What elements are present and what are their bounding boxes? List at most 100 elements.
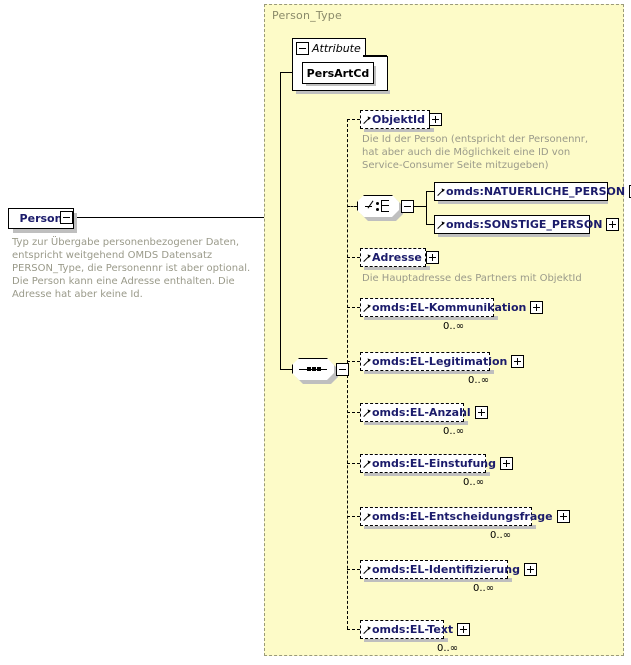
el-legitimation-cardinality: 0..∞ bbox=[468, 375, 490, 386]
choice-glyph bbox=[365, 199, 391, 213]
spine-branch-sequence bbox=[280, 369, 292, 370]
element-el-identifizierung[interactable]: omds:EL-Identifizierung bbox=[360, 560, 537, 579]
sequence-collapse-expander[interactable] bbox=[336, 363, 349, 376]
el-text-cardinality: 0..∞ bbox=[437, 643, 459, 654]
person-collapse-expander[interactable] bbox=[60, 211, 73, 224]
connector-el-identifizierung bbox=[347, 569, 360, 570]
element-el-entscheidungsfrage-label: omds:EL-Entscheidungsfrage bbox=[372, 510, 553, 523]
objektid-expand-expander[interactable] bbox=[429, 113, 442, 126]
el-kommunikation-cardinality: 0..∞ bbox=[443, 321, 465, 332]
el-entscheidungsfrage-shadow bbox=[364, 525, 536, 529]
objektid-description: Die Id der Person (entspricht der Person… bbox=[362, 134, 589, 171]
element-el-identifizierung-label: omds:EL-Identifizierung bbox=[372, 563, 520, 576]
required-arrow-icon bbox=[363, 458, 372, 469]
required-arrow-icon bbox=[363, 114, 372, 125]
attribute-box-shadow bbox=[296, 90, 390, 94]
natuerliche-person-shadow bbox=[438, 200, 608, 204]
required-arrow-icon bbox=[363, 407, 372, 418]
connector-person-to-type bbox=[72, 217, 264, 218]
el-kommunikation-shadow bbox=[364, 316, 498, 320]
element-person[interactable]: Person bbox=[8, 208, 74, 229]
element-el-legitimation[interactable]: omds:EL-Legitimation bbox=[360, 352, 525, 371]
el-identifizierung-cardinality: 0..∞ bbox=[473, 583, 495, 594]
persartcd-shadow-right bbox=[372, 66, 376, 82]
complex-type-panel bbox=[264, 4, 624, 656]
persartcd-shadow-bottom bbox=[306, 82, 376, 86]
element-natuerliche-person-label: omds:NATUERLICHE_PERSON bbox=[446, 185, 626, 198]
adresse-expand-expander[interactable] bbox=[425, 251, 439, 264]
choice-branch-top bbox=[426, 191, 434, 192]
spine-branch-attribute bbox=[280, 72, 292, 73]
connector-el-anzahl bbox=[347, 412, 360, 413]
el-kommunikation-expand-expander[interactable] bbox=[530, 301, 544, 314]
person-box-shadow-right bbox=[72, 213, 77, 228]
el-einstufung-expand-expander[interactable] bbox=[500, 457, 514, 470]
el-identifizierung-expand-expander[interactable] bbox=[523, 563, 537, 576]
connector-el-text bbox=[347, 629, 360, 630]
element-el-einstufung-label: omds:EL-Einstufung bbox=[372, 457, 497, 470]
element-el-entscheidungsfrage[interactable]: omds:EL-Entscheidungsfrage bbox=[360, 507, 570, 526]
el-entscheidungsfrage-expand-expander[interactable] bbox=[556, 510, 570, 523]
element-el-anzahl[interactable]: omds:EL-Anzahl bbox=[360, 403, 488, 422]
choice-branch-vertical bbox=[426, 191, 427, 225]
el-anzahl-cardinality: 0..∞ bbox=[443, 426, 465, 437]
el-legitimation-expand-expander[interactable] bbox=[511, 355, 525, 368]
required-arrow-icon bbox=[363, 302, 372, 313]
choice-collapse-expander[interactable] bbox=[401, 200, 414, 213]
sonstige-person-expand-expander[interactable] bbox=[606, 218, 620, 231]
el-anzahl-expand-expander[interactable] bbox=[474, 406, 488, 419]
element-adresse[interactable]: Adresse bbox=[360, 248, 439, 267]
element-el-text-label: omds:EL-Text bbox=[372, 623, 454, 636]
person-box-shadow bbox=[13, 228, 77, 233]
element-el-kommunikation[interactable]: omds:EL-Kommunikation bbox=[360, 298, 544, 317]
element-objektid-label: ObjektId bbox=[372, 113, 425, 126]
adresse-description: Die Hauptadresse des Partners mit Objekt… bbox=[362, 273, 582, 284]
element-el-text[interactable]: omds:EL-Text bbox=[360, 620, 471, 639]
adresse-shadow bbox=[364, 266, 430, 270]
element-el-kommunikation-label: omds:EL-Kommunikation bbox=[372, 301, 527, 314]
el-anzahl-shadow bbox=[364, 421, 468, 425]
sequence-glyph bbox=[299, 363, 327, 375]
attribute-persartcd[interactable]: PersArtCd bbox=[302, 62, 374, 84]
attribute-group-header[interactable]: Attribute bbox=[292, 38, 366, 57]
attribute-persartcd-label: PersArtCd bbox=[306, 66, 370, 80]
required-arrow-icon bbox=[363, 511, 372, 522]
required-arrow-icon bbox=[437, 186, 446, 197]
person-description: Typ zur Übergabe personenbezogener Daten… bbox=[12, 237, 251, 300]
required-arrow-icon bbox=[363, 356, 372, 367]
element-el-anzahl-label: omds:EL-Anzahl bbox=[372, 406, 471, 419]
el-text-shadow bbox=[364, 638, 448, 642]
el-text-expand-expander[interactable] bbox=[457, 623, 471, 636]
element-person-label: Person bbox=[19, 212, 63, 225]
attribute-collapse-expander[interactable] bbox=[296, 41, 309, 55]
element-sonstige-person-label: omds:SONSTIGE_PERSON bbox=[446, 218, 603, 231]
connector-el-kommunikation bbox=[347, 307, 360, 308]
element-sonstige-person[interactable]: omds:SONSTIGE_PERSON bbox=[434, 215, 620, 234]
required-arrow-icon bbox=[363, 564, 372, 575]
element-el-einstufung[interactable]: omds:EL-Einstufung bbox=[360, 454, 514, 473]
natuerliche-person-expand-expander[interactable] bbox=[629, 185, 631, 198]
required-arrow-icon bbox=[363, 624, 372, 635]
attribute-group-label: Attribute bbox=[312, 41, 361, 55]
sonstige-person-shadow bbox=[438, 233, 590, 237]
required-arrow-icon bbox=[437, 219, 446, 230]
connector-to-choice bbox=[347, 206, 357, 207]
el-einstufung-shadow bbox=[364, 472, 490, 476]
attribute-header-rule bbox=[363, 55, 387, 57]
required-arrow-icon bbox=[363, 252, 372, 263]
element-natuerliche-person[interactable]: omds:NATUERLICHE_PERSON bbox=[434, 182, 631, 201]
el-entscheidungsfrage-cardinality: 0..∞ bbox=[490, 530, 512, 541]
connector-el-entscheidungsfrage bbox=[347, 516, 360, 517]
element-adresse-label: Adresse bbox=[372, 251, 422, 264]
connector-objektid bbox=[347, 119, 360, 120]
connector-el-legitimation bbox=[347, 361, 360, 362]
el-legitimation-shadow bbox=[364, 370, 494, 374]
connector-el-einstufung bbox=[347, 463, 360, 464]
element-objektid[interactable]: ObjektId bbox=[360, 110, 442, 129]
complex-type-title: Person_Type bbox=[272, 9, 342, 22]
choice-stub bbox=[414, 206, 426, 207]
objektid-shadow bbox=[364, 128, 434, 132]
choice-branch-bottom bbox=[426, 224, 434, 225]
el-identifizierung-shadow bbox=[364, 578, 512, 582]
